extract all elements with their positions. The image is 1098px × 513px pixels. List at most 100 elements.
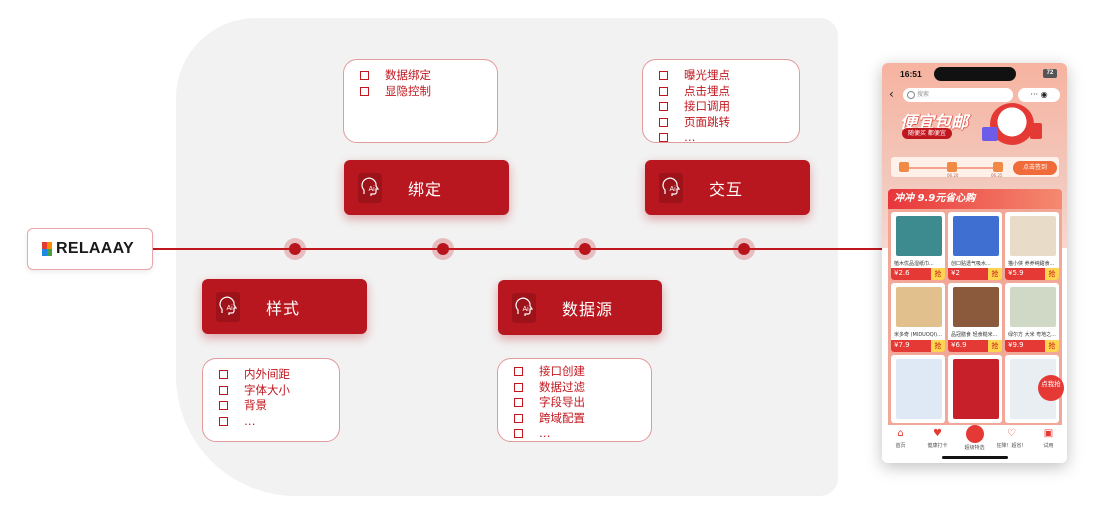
list-item: 曝光埋点 [659, 68, 799, 84]
tab-item[interactable]: ♡ 狂降！超省！ [997, 425, 1027, 463]
product-card[interactable]: 创口贴透气吸水... ¥2 抢 [948, 212, 1002, 281]
svg-text:Ai: Ai [369, 186, 376, 193]
product-image [953, 358, 999, 419]
checkbox-icon [514, 398, 523, 408]
tab-label: 试用 [1043, 443, 1054, 449]
price-bar: ¥9.9 抢 [1005, 339, 1059, 352]
list-item: … [659, 130, 799, 146]
timeline-node-datasource [574, 238, 596, 260]
status-bar: 16:51 72 [882, 67, 1067, 81]
tab-item[interactable]: ♥ 健康打卡 [923, 425, 953, 463]
phone-mockup: 16:51 72 ‹ 搜索 ··· ◉ 便宜包邮 随便买 都便宜 06.20 0… [882, 63, 1067, 463]
checkbox-icon [659, 86, 668, 96]
svg-text:Ai: Ai [523, 306, 530, 313]
tab-icon: ▣ [1043, 428, 1054, 439]
product-name: 绿尔方 大米 粤地之... [1008, 332, 1056, 339]
product-card[interactable]: 猫小侠 养养纯甜食... ¥5.9 抢 [1005, 212, 1059, 281]
list-item: 数据过滤 [514, 380, 651, 396]
progress-label: 06.20 [947, 173, 959, 178]
binding-pill[interactable]: Ai 绑定 [344, 160, 509, 215]
list-item: 跨域配置 [514, 411, 651, 427]
search-input[interactable]: 搜索 [903, 88, 1013, 102]
gift-icon [1030, 123, 1042, 139]
tab-icon: ♥ [933, 428, 942, 439]
capsule-menu[interactable]: ··· ◉ [1018, 88, 1060, 102]
tab-icon: ♡ [1007, 428, 1016, 439]
grab-button[interactable]: 抢 [988, 339, 1002, 352]
product-image [896, 216, 942, 256]
product-card[interactable] [891, 354, 945, 423]
tab-label: 首页 [895, 443, 906, 449]
grab-button[interactable]: 抢 [931, 339, 945, 352]
relaaay-logo: RELAAAY [27, 228, 153, 270]
product-price: ¥5.9 [1008, 269, 1024, 278]
checkbox-icon [659, 117, 668, 127]
grab-button[interactable]: 抢 [931, 268, 945, 281]
price-bar: ¥2 抢 [948, 268, 1002, 281]
gift-icon [982, 127, 998, 141]
banner-subtitle: 随便买 都便宜 [902, 128, 952, 139]
product-card[interactable]: 绿尔方 大米 粤地之...¥9.9 抢 [1005, 283, 1059, 352]
product-image [896, 287, 942, 328]
tab-item[interactable]: ▣ 试用 [1034, 425, 1064, 463]
grab-button[interactable]: 抢 [1045, 339, 1059, 352]
tab-label: 超级特选 [964, 445, 985, 451]
list-item: 字体大小 [219, 383, 339, 399]
checkbox-icon [659, 102, 668, 112]
ai-head-icon: Ai [358, 172, 382, 203]
svg-text:Ai: Ai [227, 305, 234, 312]
product-image [1010, 216, 1056, 256]
section-title: 冲冲 9.9元省心购 [888, 189, 1062, 209]
list-item: 页面跳转 [659, 115, 799, 131]
style-label: 样式 [266, 298, 301, 318]
tab-label: 狂降！超省！ [996, 443, 1027, 449]
list-item: 接口创建 [514, 364, 651, 380]
list-item: 显隐控制 [360, 84, 497, 100]
signin-button[interactable]: 点击签到 [1013, 161, 1057, 175]
tab-center-icon [965, 425, 984, 443]
float-grab-button[interactable]: 点我抢 [1038, 375, 1064, 401]
home-indicator [942, 456, 1008, 459]
checkbox-icon [514, 382, 523, 392]
product-name: 创口贴透气吸水... [951, 261, 991, 267]
grab-button[interactable]: 抢 [1045, 268, 1059, 281]
checkbox-icon [659, 71, 668, 81]
datasource-pill[interactable]: Ai 数据源 [498, 280, 662, 335]
interaction-pill[interactable]: Ai 交互 [645, 160, 810, 215]
tab-item[interactable]: ⌂首页 [886, 425, 916, 463]
product-name: 猫小侠 养养纯甜食... [1008, 261, 1055, 267]
product-card[interactable] [948, 354, 1002, 423]
timeline-node-binding [432, 238, 454, 260]
tab-item[interactable]: 超级特选 [960, 425, 990, 463]
ai-head-icon: Ai [512, 292, 536, 323]
back-icon[interactable]: ‹ [889, 87, 894, 101]
signin-progress-card: 06.20 06.25 点击签到 [890, 156, 1060, 178]
product-price: ¥2 [951, 269, 960, 278]
style-pill[interactable]: Ai 样式 [202, 279, 367, 334]
grab-button[interactable]: 抢 [988, 268, 1002, 281]
product-name: 植木优品湿纸巾... [894, 261, 934, 267]
status-time: 16:51 [900, 69, 922, 79]
timeline-node-interaction [733, 238, 755, 260]
interaction-card: 曝光埋点 点击埋点 接口调用 页面跳转 … [642, 59, 800, 146]
checkbox-icon [219, 385, 228, 395]
svg-text:Ai: Ai [670, 186, 677, 193]
product-price: ¥9.9 [1008, 340, 1024, 349]
interaction-label: 交互 [709, 179, 744, 199]
progress-label: 06.25 [991, 173, 1003, 178]
logo-mark-icon [42, 242, 52, 256]
checkbox-icon [219, 370, 228, 380]
checkbox-icon [514, 429, 523, 439]
product-name: 米多奇 (MIDUOQI)... [894, 332, 942, 339]
tab-bar: ⌂首页 ♥ 健康打卡 超级特选 ♡ 狂降！超省！ ▣ 试用 [882, 425, 1067, 463]
product-image [896, 358, 942, 419]
tab-label: 健康打卡 [927, 443, 948, 449]
timeline-node-style [284, 238, 306, 260]
checkbox-icon [514, 367, 523, 377]
